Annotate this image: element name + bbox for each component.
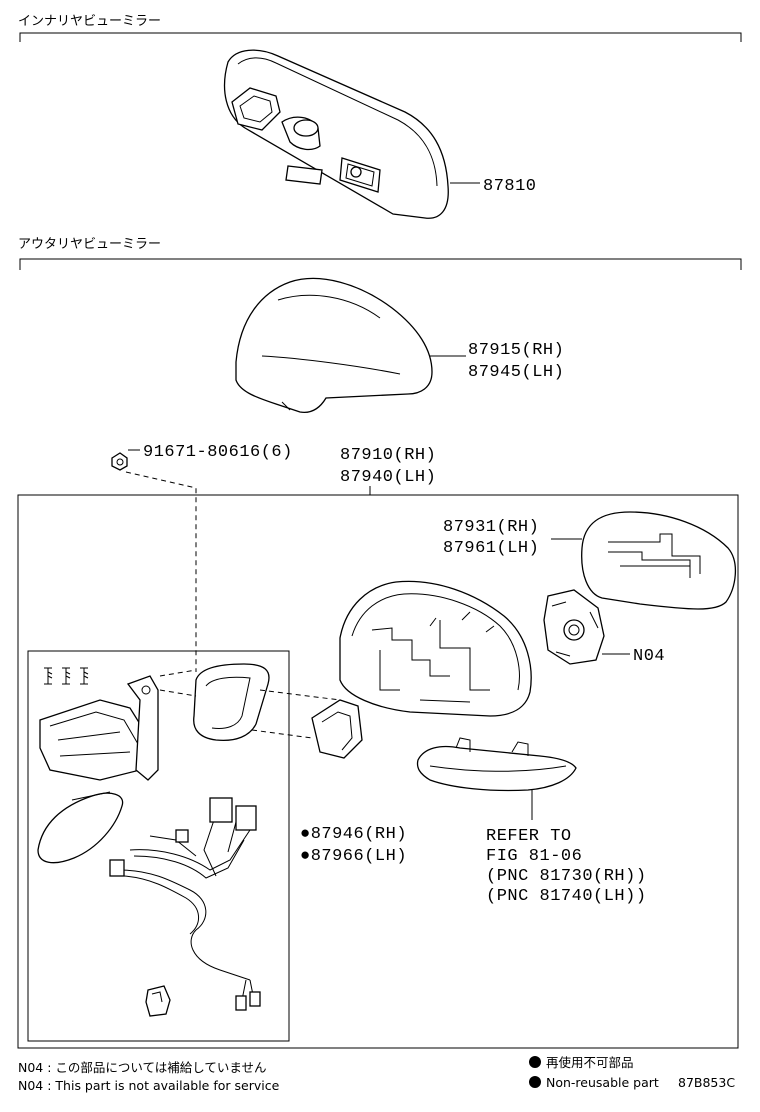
assembly-frame bbox=[17, 494, 739, 1049]
refer-line-2: FIG 81-06 bbox=[486, 847, 582, 866]
mirror-glass bbox=[581, 511, 736, 610]
bullet-icon bbox=[529, 1076, 541, 1088]
section-title-inner-mirror: インナリヤビューミラー bbox=[18, 14, 161, 29]
callout-sub-lh: ●87966(LH) bbox=[300, 847, 407, 866]
retractor-unit bbox=[39, 675, 159, 781]
callout-sub-rh: ●87946(RH) bbox=[300, 825, 407, 844]
section-bracket-inner bbox=[19, 32, 742, 42]
refer-line-4: (PNC 81740(LH)) bbox=[486, 887, 647, 906]
section-bracket-outer bbox=[19, 258, 742, 270]
small-screws-icon bbox=[44, 667, 89, 685]
refer-line-1: REFER TO bbox=[486, 827, 572, 846]
dash-line-c bbox=[259, 689, 341, 701]
screw-icon bbox=[111, 452, 128, 471]
callout-assy-rh: 87910(RH) bbox=[340, 446, 436, 465]
legend-jp: 再使用不可部品 bbox=[546, 1055, 634, 1070]
mirror-cover bbox=[235, 277, 433, 414]
footer-note-jp: N04 : この部品については補給していません bbox=[18, 1060, 267, 1075]
sub-assembly-frame bbox=[27, 650, 290, 1042]
legend-en: Non-reusable part bbox=[546, 1075, 659, 1090]
connector bbox=[145, 985, 171, 1017]
dash-line-b bbox=[159, 689, 197, 697]
footer-note-en: N04 : This part is not available for ser… bbox=[18, 1078, 280, 1093]
diagram-code: 87B853C bbox=[678, 1075, 735, 1090]
callout-mirror-rh: 87931(RH) bbox=[443, 518, 539, 537]
section-title-outer-mirror: アウタリヤビューミラー bbox=[18, 237, 161, 252]
callout-inner-mirror: 87810 bbox=[483, 177, 537, 196]
bullet-icon bbox=[529, 1056, 541, 1068]
turn-signal-lamp bbox=[416, 737, 577, 792]
callout-mirror-lh: 87961(LH) bbox=[443, 539, 539, 558]
wire-harness bbox=[109, 797, 261, 1011]
callout-motor: N04 bbox=[633, 647, 665, 666]
callout-cover-lh: 87945(LH) bbox=[468, 363, 564, 382]
dash-line-a bbox=[159, 669, 197, 677]
dash-line-screw bbox=[125, 471, 197, 672]
dash-line-d bbox=[251, 729, 313, 739]
mirror-base-gasket bbox=[193, 663, 270, 742]
refer-line-3: (PNC 81730(RH)) bbox=[486, 867, 647, 886]
callout-cover-rh: 87915(RH) bbox=[468, 341, 564, 360]
inner-rear-view-mirror bbox=[223, 49, 449, 219]
mirror-motor bbox=[543, 589, 605, 665]
mirror-housing bbox=[311, 580, 532, 759]
lower-cover bbox=[37, 791, 124, 864]
callout-assy-lh: 87940(LH) bbox=[340, 468, 436, 487]
callout-screw: 91671-80616(6) bbox=[143, 443, 293, 462]
